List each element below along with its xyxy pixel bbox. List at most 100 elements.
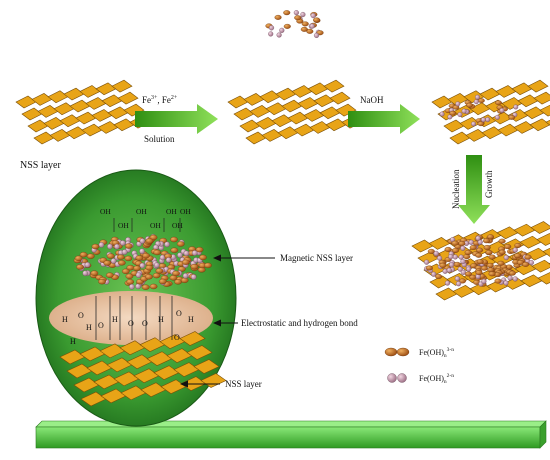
fe3-particle [172, 270, 180, 277]
sheet-tile [43, 117, 65, 130]
sheet-tile [435, 287, 458, 301]
sheet-tile [325, 118, 347, 132]
legend-fe2-label: Fe(OH)n2-n [419, 373, 454, 385]
oxygen-label: O [142, 319, 148, 328]
fe3-particle [181, 259, 190, 265]
fe3-particle [504, 244, 512, 250]
sheet-tile [465, 129, 487, 142]
nucleation-label: Nucleation [451, 169, 461, 209]
fe3-particle [522, 261, 530, 267]
oh-group-label: OH [172, 221, 183, 230]
legend-fe3-text: Fe(OH) [419, 348, 444, 357]
fe2-particle [446, 267, 452, 273]
fe2-particle [444, 280, 451, 286]
sheet-tile [329, 91, 351, 105]
fe2-particle [471, 121, 476, 127]
growth-label: Growth [484, 170, 494, 198]
fe3-particle [475, 252, 483, 258]
fe3-particle [180, 277, 189, 283]
fe3-particle [145, 274, 153, 280]
fe3-particle [91, 243, 100, 250]
fe2-particle [268, 31, 274, 37]
fe2-particle [135, 272, 142, 278]
nss-sheet-nucleated [431, 79, 550, 145]
fe3-particle [495, 100, 502, 106]
sheet-tile [513, 223, 536, 237]
sheet-tile [123, 103, 145, 117]
fe3-particle [76, 264, 84, 270]
fe3-particle [135, 255, 144, 261]
sheet-tile [259, 90, 281, 104]
fe3-particle [488, 271, 496, 277]
fe3-particle [480, 265, 488, 271]
sheet-tile [53, 102, 75, 116]
oh-group-label: OH [150, 221, 161, 230]
fe3-particle [487, 267, 495, 273]
oh-group-label: OH [180, 207, 191, 216]
fe3-particle [174, 279, 182, 285]
fe3-particle [90, 270, 99, 276]
sheet-tile [243, 93, 265, 106]
fe2-particle [110, 258, 117, 264]
fe3-particle [508, 270, 516, 276]
fe2-particle [503, 254, 509, 261]
fe2-particle [114, 243, 120, 250]
fe3-particle [74, 255, 83, 261]
fe2-particle [139, 238, 146, 244]
inset-particle-layer [73, 233, 212, 290]
sheet-tile [517, 94, 539, 108]
sheet-tile [75, 111, 97, 125]
fe3-particle [152, 272, 161, 279]
fe3-particle [514, 253, 522, 259]
fe3-particle [149, 283, 158, 290]
fe3-particle [486, 262, 494, 268]
fe3-particle [98, 278, 106, 285]
sheet-tile [47, 90, 69, 104]
sheet-tile [113, 118, 135, 132]
sheet-tile [479, 87, 501, 101]
fe3-particle [117, 260, 126, 266]
fe3-particle [488, 254, 496, 260]
fe2-particle [310, 13, 316, 19]
fe3-particle [170, 247, 179, 253]
fe2-particle [129, 283, 135, 290]
fe2-particle [165, 257, 172, 263]
sheet-tile [63, 87, 85, 101]
fe3-particle [494, 278, 502, 284]
fe2-particle [279, 27, 285, 33]
hydrogen-label: H [158, 315, 164, 324]
sheet-tile [291, 85, 313, 98]
sheet-tile [255, 117, 277, 130]
sheet-tile [95, 82, 117, 96]
fe2-particle [119, 240, 126, 246]
fe3-particle [121, 268, 130, 274]
sheet-tile [303, 109, 325, 122]
sheet-tile [536, 233, 550, 246]
fe3-particle [124, 255, 133, 262]
fe2-particle [460, 258, 466, 265]
fe3-particle [466, 102, 473, 108]
arrow-solution [135, 104, 218, 134]
sheet-tile [277, 126, 299, 140]
fe2-particle [512, 247, 518, 253]
fe2-particle [139, 248, 145, 254]
fe3-particle [105, 272, 114, 278]
sheet-tile [186, 345, 213, 360]
sheet-tile [117, 91, 139, 105]
fe-symbol-1: Fe [142, 95, 151, 105]
fe3-particle [145, 238, 154, 244]
fe3-particle [155, 268, 164, 274]
oh-group-label: OH [118, 221, 129, 230]
fe2-particle [139, 262, 146, 269]
fe3-particle [141, 284, 150, 290]
sheet-tile [323, 79, 345, 93]
fe2-particle [98, 242, 105, 248]
fe3-particle [453, 261, 461, 267]
oxygen-label: O [176, 309, 182, 318]
step1-solution-label: Solution [144, 134, 175, 144]
sheet-tile [313, 94, 335, 108]
fe2-particle [309, 23, 315, 29]
fe3-particle [452, 247, 460, 253]
fe2-particle [293, 10, 299, 16]
